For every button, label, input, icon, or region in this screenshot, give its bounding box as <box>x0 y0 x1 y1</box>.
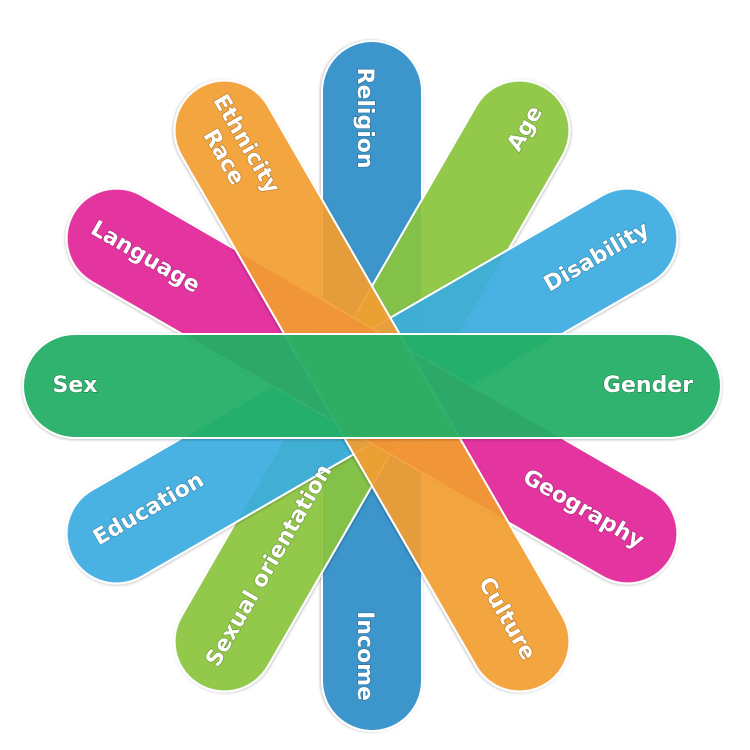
label-religion: Religion <box>352 67 377 168</box>
label-gender: Gender <box>603 373 693 398</box>
petal-sex-gender <box>22 333 722 439</box>
petals-layer <box>22 40 722 732</box>
label-sex: Sex <box>53 373 98 398</box>
label-income: Income <box>352 611 377 701</box>
